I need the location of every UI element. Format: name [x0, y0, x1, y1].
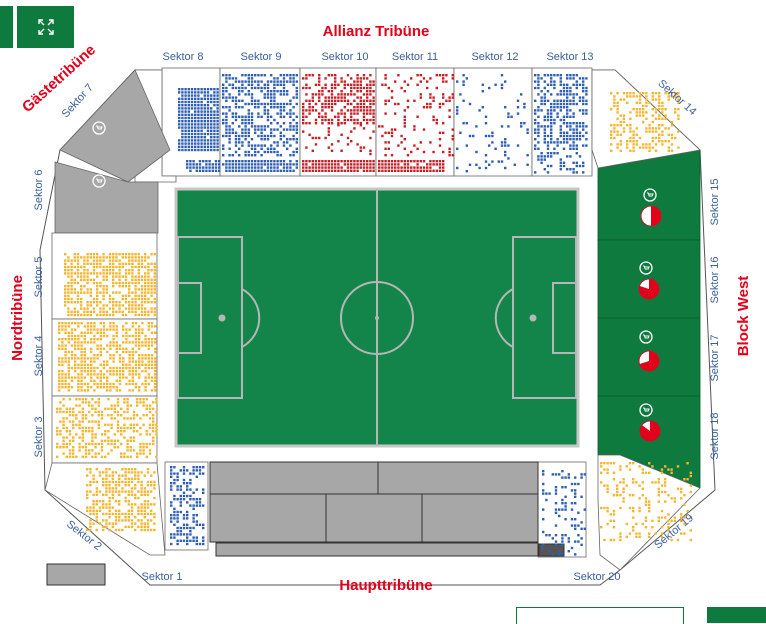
occupancy-pie-s15: [640, 205, 662, 227]
seats-sector-10-front: [302, 160, 375, 172]
occupancy-pie-s17: [638, 350, 660, 372]
sector-11-area[interactable]: [375, 67, 455, 177]
title-block-west: Block West: [735, 276, 752, 357]
fullscreen-button[interactable]: [17, 6, 74, 48]
bottom-action-button[interactable]: [707, 607, 766, 623]
exit-button[interactable]: [0, 6, 13, 48]
seats-sector-11: [378, 74, 454, 157]
sector-6-area[interactable]: [54, 161, 159, 234]
seats-sector-5: [64, 253, 156, 317]
seats-sector-13: [534, 74, 588, 150]
occupancy-pie-s18: [639, 420, 661, 442]
seats-sector-1: [170, 466, 205, 546]
label-sector-18: Sektor 18: [709, 412, 721, 459]
title-gaestetribune: Gästetribüne: [19, 41, 99, 116]
seats-sector-9-front: [222, 160, 298, 172]
cart-icon[interactable]: [92, 121, 106, 135]
seats-sector-20: [542, 470, 586, 556]
seats-sector-8-front: [186, 160, 221, 172]
cart-icons: [92, 121, 657, 417]
occupancy-pies: [638, 205, 662, 442]
seats-sector-10-mid: [302, 124, 375, 156]
label-sector-3: Sektor 3: [33, 417, 45, 458]
label-sector-6: Sektor 6: [33, 170, 45, 211]
label-sector-5: Sektor 5: [33, 257, 45, 298]
sector-19-area[interactable]: [597, 454, 701, 571]
fullscreen-icon: [37, 19, 54, 35]
seats-sector-8: [178, 88, 219, 152]
label-sector-4: Sektor 4: [33, 336, 45, 377]
label-sector-12: Sektor 12: [471, 51, 518, 63]
label-sector-1: Sektor 1: [142, 571, 183, 583]
label-sector-15: Sektor 15: [709, 178, 721, 225]
seats-sector-19: [600, 462, 692, 542]
cart-icon[interactable]: [92, 174, 106, 188]
label-sector-7: Sektor 7: [60, 82, 96, 120]
bottom-input-field[interactable]: [516, 607, 684, 624]
seats-sector-2: [86, 468, 156, 532]
legend-closed-swatch: [46, 563, 106, 586]
seats-sector-14: [610, 92, 680, 152]
cart-icon[interactable]: [639, 261, 653, 275]
title-allianz-tribune: Allianz Tribüne: [323, 23, 430, 40]
label-sector-10: Sektor 10: [321, 51, 368, 63]
pitch: [174, 187, 580, 448]
seats-sector-13-front: [534, 152, 585, 174]
haupttribune-blocks: [209, 461, 565, 557]
label-sector-9: Sektor 9: [241, 51, 282, 63]
seat-map: [56, 74, 692, 556]
cart-icon[interactable]: [639, 330, 653, 344]
seats-sector-10: [302, 74, 375, 125]
sector-7-area[interactable]: [59, 69, 171, 183]
title-nordtribune: Nordtribüne: [9, 275, 26, 361]
occupancy-pie-s16: [638, 278, 660, 300]
seats-sector-11-front: [378, 160, 445, 172]
label-sector-11: Sektor 11: [392, 51, 438, 63]
cart-icon[interactable]: [643, 188, 657, 202]
seats-sector-12: [456, 74, 529, 173]
label-sector-8: Sektor 8: [163, 51, 204, 63]
allianz-tribune: [134, 67, 593, 183]
title-haupttribune: Haupttribüne: [339, 577, 432, 594]
stadium-map: Allianz Tribüne Gästetribüne Nordtribüne…: [9, 23, 752, 594]
seats-sector-3: [56, 398, 158, 458]
label-sector-20: Sektor 20: [573, 571, 620, 583]
label-sector-16: Sektor 16: [709, 256, 721, 303]
seats-sector-4: [58, 322, 157, 392]
label-sector-17: Sektor 17: [709, 334, 721, 381]
cart-icon[interactable]: [639, 403, 653, 417]
sector-3-area[interactable]: [51, 395, 158, 464]
seats-sector-9: [222, 74, 298, 157]
label-sector-13: Sektor 13: [546, 51, 593, 63]
